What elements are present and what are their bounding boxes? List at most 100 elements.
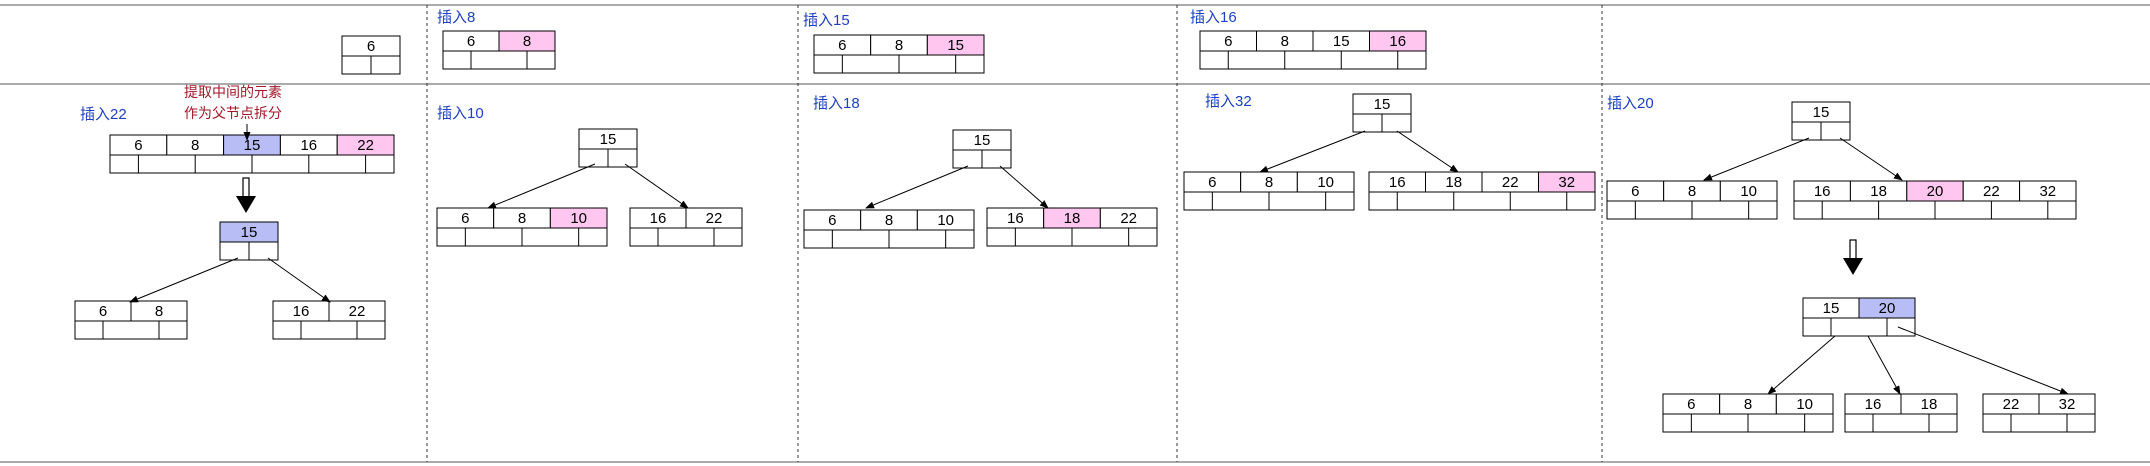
edge bbox=[1767, 335, 1836, 395]
label-insert-32: 插入32 bbox=[1205, 93, 1252, 110]
key-label: 10 bbox=[937, 212, 954, 229]
label-insert-15: 插入15 bbox=[803, 12, 850, 29]
key-label: 16 bbox=[300, 137, 317, 154]
key-label: 8 bbox=[523, 33, 531, 50]
btree-node: 15 bbox=[1791, 101, 1851, 141]
key-label: 16 bbox=[1007, 210, 1024, 227]
key-label: 6 bbox=[1687, 396, 1695, 413]
btree-node: 15 bbox=[219, 221, 279, 261]
key-label: 6 bbox=[838, 37, 846, 54]
edge bbox=[1703, 137, 1810, 181]
edge bbox=[624, 163, 689, 209]
edge bbox=[129, 257, 239, 303]
key-label: 8 bbox=[191, 137, 199, 154]
key-label: 32 bbox=[1558, 174, 1575, 191]
pointer-row bbox=[1368, 191, 1596, 211]
edge bbox=[865, 165, 969, 209]
key-label: 15 bbox=[947, 37, 964, 54]
key-label: 10 bbox=[1796, 396, 1813, 413]
key-label: 16 bbox=[1814, 183, 1831, 200]
pointer-row bbox=[442, 50, 556, 70]
key-label: 18 bbox=[1445, 174, 1462, 191]
key-label: 6 bbox=[134, 137, 142, 154]
key-label: 22 bbox=[349, 303, 366, 320]
split-arrow-icon bbox=[1843, 239, 1863, 275]
edge bbox=[1396, 130, 1459, 173]
key-label: 18 bbox=[1064, 210, 1081, 227]
key-label: 6 bbox=[1208, 174, 1216, 191]
edge bbox=[267, 257, 331, 303]
split-arrows bbox=[236, 177, 1863, 275]
step-labels: 插入8 插入15 插入16 插入22 插入10 插入18 插入32 插入20 提… bbox=[80, 9, 1654, 123]
btree-node: 6 8 15 bbox=[813, 34, 985, 74]
key-label: 16 bbox=[650, 210, 667, 227]
key-label: 6 bbox=[1224, 33, 1232, 50]
key-label: 15 bbox=[241, 224, 258, 241]
key-label: 8 bbox=[1265, 174, 1273, 191]
key-label: 8 bbox=[1688, 183, 1696, 200]
key-label: 15 bbox=[244, 137, 261, 154]
frame bbox=[0, 4, 2150, 463]
key-label: 22 bbox=[1983, 183, 2000, 200]
btree-node: 15 bbox=[578, 128, 638, 168]
key-label: 6 bbox=[1631, 183, 1639, 200]
key-label: 16 bbox=[293, 303, 310, 320]
edge bbox=[1897, 326, 2069, 395]
key-label: 15 bbox=[974, 132, 991, 149]
pointer-row bbox=[1199, 50, 1427, 70]
split-arrow-icon bbox=[236, 177, 256, 213]
key-label: 8 bbox=[895, 37, 903, 54]
btree-node: 6 8 10 bbox=[1606, 180, 1778, 220]
edge bbox=[999, 165, 1049, 209]
key-label: 16 bbox=[1389, 33, 1406, 50]
key-label: 8 bbox=[518, 210, 526, 227]
key-label: 10 bbox=[1740, 183, 1757, 200]
key-label: 16 bbox=[1389, 174, 1406, 191]
key-label: 22 bbox=[706, 210, 723, 227]
note-line-1: 提取中间的元素 bbox=[184, 84, 282, 100]
btree-node: 15 bbox=[1352, 93, 1412, 133]
label-insert-8: 插入8 bbox=[437, 9, 475, 26]
label-insert-18: 插入18 bbox=[813, 95, 860, 112]
key-label: 6 bbox=[467, 33, 475, 50]
btree-node: 15 bbox=[952, 129, 1012, 169]
key-label: 6 bbox=[367, 38, 375, 55]
key-label: 32 bbox=[2059, 396, 2076, 413]
key-label: 8 bbox=[1744, 396, 1752, 413]
key-label: 15 bbox=[1374, 96, 1391, 113]
btree-node: 6 8 10 bbox=[1662, 393, 1834, 433]
label-insert-16: 插入16 bbox=[1190, 9, 1237, 26]
pointer-row bbox=[272, 320, 386, 340]
key-label: 20 bbox=[1927, 183, 1944, 200]
label-insert-22: 插入22 bbox=[80, 106, 127, 123]
edge bbox=[487, 163, 596, 209]
key-label: 8 bbox=[155, 303, 163, 320]
edge bbox=[1839, 137, 1903, 181]
key-label: 15 bbox=[1813, 104, 1830, 121]
pointer-row bbox=[1982, 413, 2096, 433]
key-label: 6 bbox=[461, 210, 469, 227]
pointer-row bbox=[74, 320, 188, 340]
key-label: 8 bbox=[1281, 33, 1289, 50]
label-insert-10: 插入10 bbox=[437, 105, 484, 122]
key-label: 18 bbox=[1921, 396, 1938, 413]
note-line-2: 作为父节点拆分 bbox=[184, 105, 282, 121]
key-label: 15 bbox=[1823, 300, 1840, 317]
btree-node: 6 bbox=[341, 35, 401, 75]
key-label: 6 bbox=[828, 212, 836, 229]
key-label: 22 bbox=[1120, 210, 1137, 227]
